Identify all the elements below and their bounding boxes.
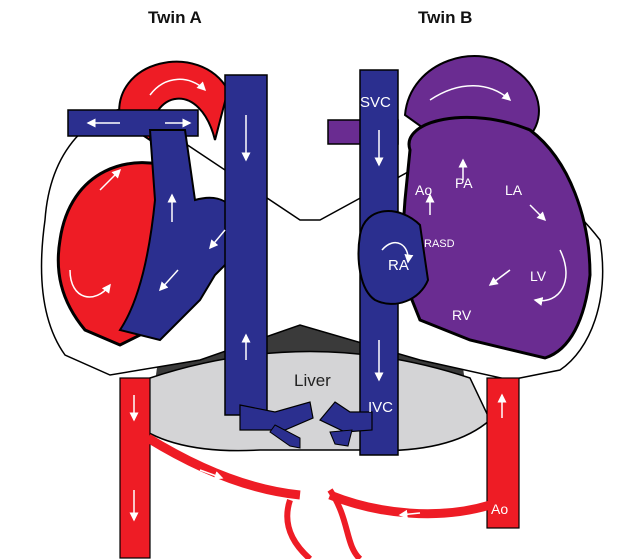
umbilical-artery-b	[330, 495, 490, 514]
lv-label: LV	[530, 268, 547, 284]
pa-label: PA	[455, 175, 473, 191]
la-label: LA	[505, 182, 523, 198]
ao-label-top: Ao	[415, 182, 432, 198]
ra-label: RA	[388, 257, 409, 274]
liver-label: Liver	[294, 371, 331, 390]
ivc-label: IVC	[368, 399, 393, 416]
svc-label: SVC	[360, 94, 391, 111]
ao-label-bottom: Ao	[491, 501, 508, 517]
rv-label: RV	[452, 307, 472, 323]
rasd-label: RASD	[424, 238, 455, 250]
twin-a-descending-aorta	[120, 378, 150, 558]
